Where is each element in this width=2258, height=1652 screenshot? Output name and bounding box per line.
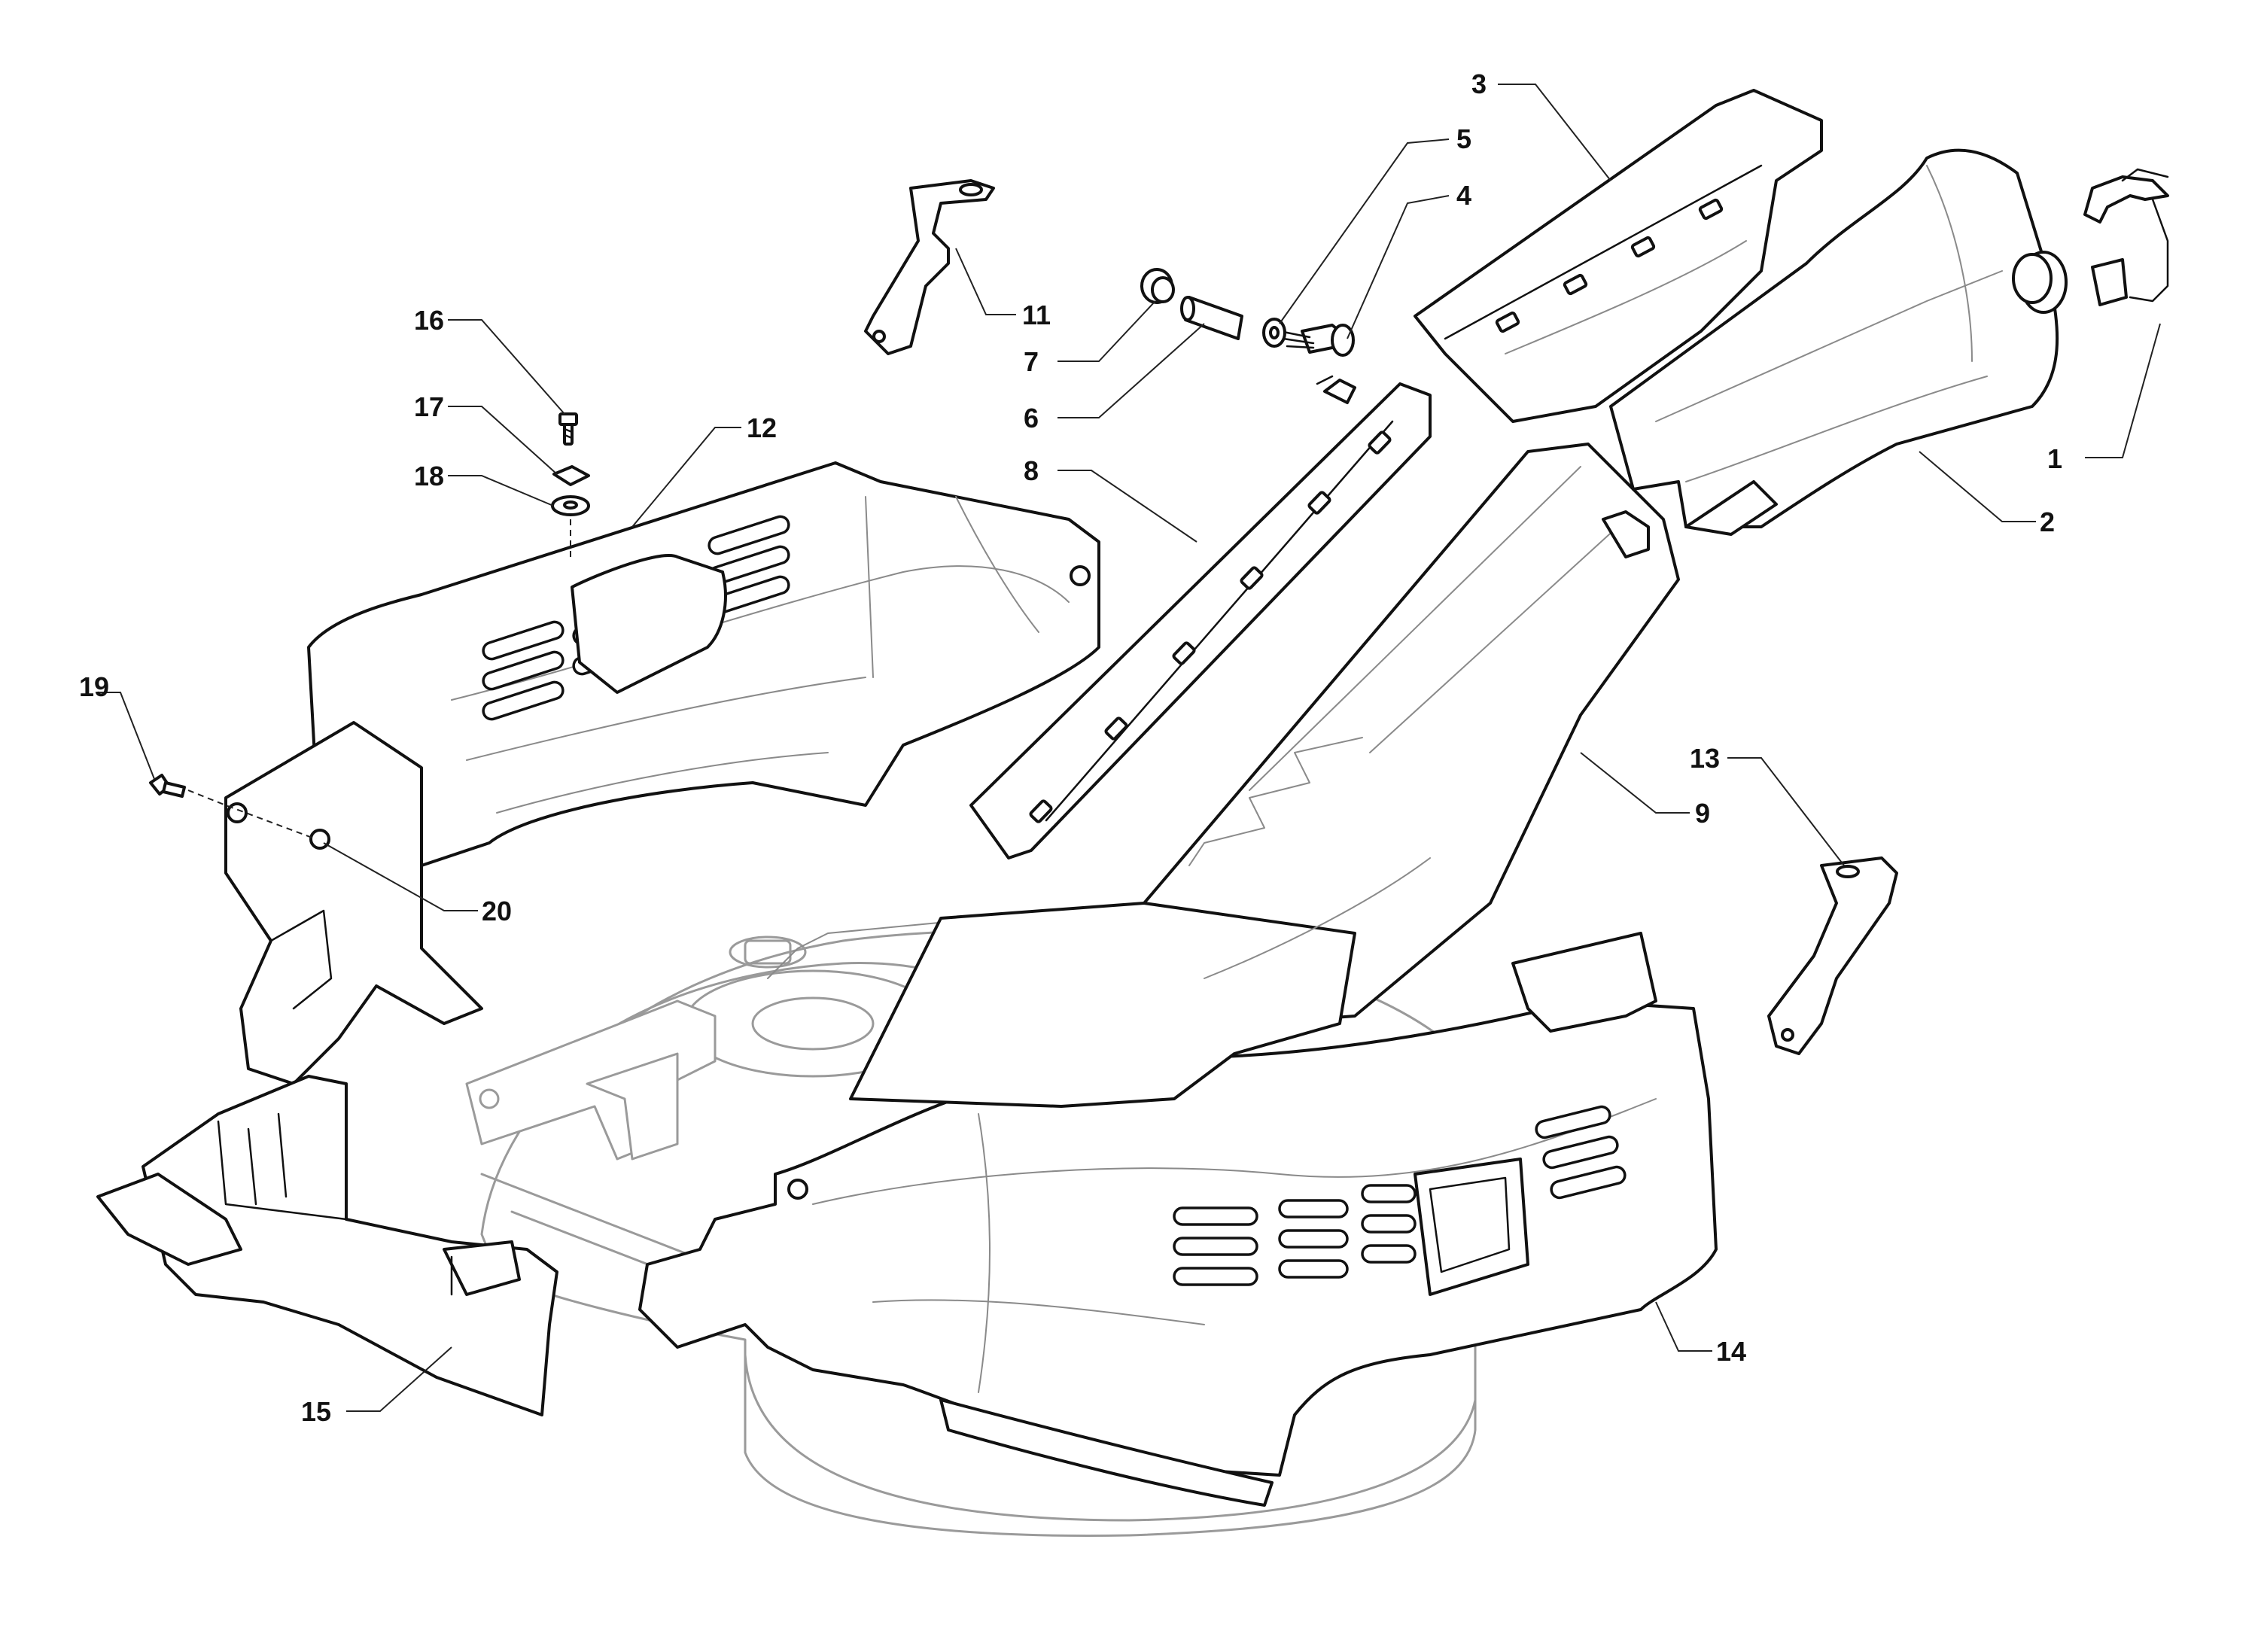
fastener-6-spacer xyxy=(1180,296,1243,340)
part-1-clip xyxy=(2083,168,2169,306)
leader-8 xyxy=(1057,470,1197,543)
callout-3: 3 xyxy=(1471,68,1487,99)
leader-15 xyxy=(346,1346,452,1412)
leader-17 xyxy=(448,406,558,475)
leader-7 xyxy=(1057,300,1156,362)
fastener-17-nut xyxy=(552,465,590,486)
center-bracket-outline xyxy=(465,999,717,1161)
callout-8: 8 xyxy=(1024,455,1039,486)
leader-20 xyxy=(323,842,478,911)
leader-9 xyxy=(1580,752,1690,814)
callout-4: 4 xyxy=(1456,180,1471,211)
leader-3 xyxy=(1498,84,1611,181)
callout-11: 11 xyxy=(1022,300,1051,330)
part-8-flap xyxy=(969,375,1432,859)
leader-4 xyxy=(1347,195,1450,339)
part-11-bracket xyxy=(864,179,995,355)
leader-13 xyxy=(1727,757,1845,866)
fastener-18-washer xyxy=(551,495,590,516)
callout-6: 6 xyxy=(1024,403,1039,434)
leader-12 xyxy=(631,427,741,528)
callout-7: 7 xyxy=(1024,346,1039,377)
leader-lines xyxy=(98,84,2161,1412)
part-3-upper-flap xyxy=(1414,89,1823,423)
callout-13: 13 xyxy=(1690,743,1720,774)
callout-19: 19 xyxy=(79,671,109,702)
leader-16 xyxy=(448,319,565,415)
part-15-lower-chute xyxy=(96,1075,558,1416)
callout-labels: 1 2 3 4 5 6 7 8 9 11 12 13 14 15 16 17 1… xyxy=(79,68,2062,1427)
leader-18 xyxy=(448,475,554,507)
fastener-19-screw xyxy=(149,774,186,798)
callout-2: 2 xyxy=(2040,507,2055,537)
leader-6 xyxy=(1057,323,1205,418)
callout-15: 15 xyxy=(301,1396,331,1427)
leader-1 xyxy=(2085,323,2161,458)
fastener-5-washer xyxy=(1262,318,1286,348)
leader-2 xyxy=(1919,451,2036,522)
callout-18: 18 xyxy=(414,461,444,491)
callout-14: 14 xyxy=(1716,1336,1746,1367)
assembly-axis-19-20 xyxy=(187,789,317,840)
leader-19 xyxy=(98,692,155,780)
leader-14 xyxy=(1655,1301,1712,1352)
part-9-chute xyxy=(767,443,1680,1108)
callout-16: 16 xyxy=(414,305,444,336)
callout-9: 9 xyxy=(1695,798,1710,829)
part-2-rear-hood xyxy=(1609,148,2068,536)
fastener-4-bolt xyxy=(1278,324,1355,357)
fastener-7-bushing xyxy=(1140,268,1175,304)
part-12-left-housing xyxy=(224,461,1100,1085)
callout-20: 20 xyxy=(482,896,512,926)
callout-5: 5 xyxy=(1456,123,1471,154)
leader-5 xyxy=(1279,138,1450,324)
fastener-16-bolt xyxy=(558,412,578,446)
flap-hinge-clips xyxy=(1029,430,1392,823)
callout-12: 12 xyxy=(747,412,777,443)
part-13-bracket xyxy=(1767,856,1898,1055)
part-14-front-housing xyxy=(638,932,1718,1507)
callout-1: 1 xyxy=(2047,443,2062,474)
leader-11 xyxy=(955,248,1016,315)
callout-17: 17 xyxy=(414,391,444,422)
